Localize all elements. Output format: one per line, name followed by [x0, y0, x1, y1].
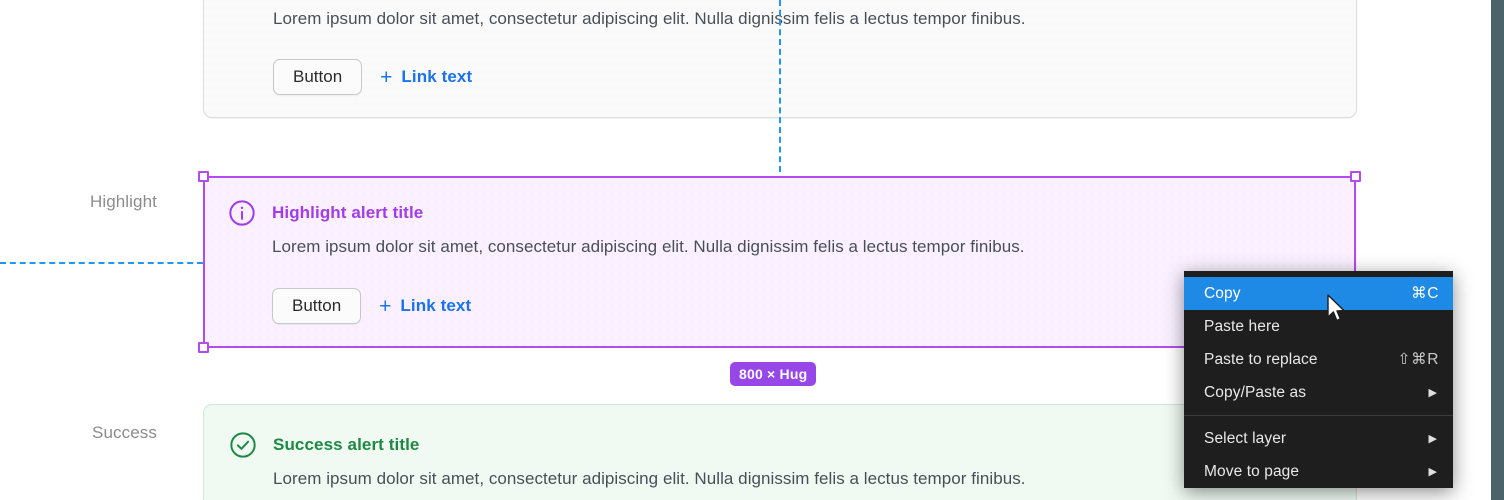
chevron-right-icon: ▶ — [1428, 387, 1437, 399]
context-menu-item-label: Paste here — [1204, 317, 1280, 335]
context-menu-item-label: Move to page — [1204, 462, 1300, 480]
button-neutral[interactable]: Button — [273, 59, 363, 95]
alert-actions-highlight: Button + Link text — [272, 288, 471, 324]
context-menu-item-shortcut: ⌘C — [1411, 285, 1439, 302]
context-menu-item-shortcut: ⇧⌘R — [1397, 351, 1439, 368]
right-edge-strip — [1491, 0, 1504, 500]
link-neutral[interactable]: + Link text — [380, 67, 472, 88]
alert-actions-neutral: Button + Link text — [273, 59, 472, 95]
chevron-right-icon: ▶ — [1428, 466, 1437, 478]
plus-icon: + — [379, 294, 392, 318]
context-menu-item-copy-paste-as[interactable]: Copy/Paste as ▶ — [1184, 376, 1453, 409]
info-circle-icon — [228, 199, 256, 227]
alert-body-success: Lorem ipsum dolor sit amet, consectetur … — [273, 469, 1026, 488]
context-menu-item-label: Select layer — [1204, 429, 1287, 447]
alert-title-highlight: Highlight alert title — [272, 203, 424, 222]
alert-card-success[interactable]: Success alert title Lorem ipsum dolor si… — [203, 404, 1357, 500]
context-menu-item-paste-to-replace[interactable]: Paste to replace ⇧⌘R — [1184, 343, 1453, 376]
alert-card-highlight[interactable]: Highlight alert title Lorem ipsum dolor … — [203, 176, 1357, 348]
alert-title-success: Success alert title — [273, 435, 420, 454]
context-menu[interactable]: Copy ⌘C Paste here Paste to replace ⇧⌘R … — [1184, 271, 1453, 488]
plus-icon: + — [380, 65, 393, 89]
context-menu-item-label: Copy — [1204, 284, 1241, 302]
smart-guide-horizontal — [0, 262, 203, 264]
context-menu-item-copy[interactable]: Copy ⌘C — [1184, 277, 1453, 310]
smart-guide-vertical — [779, 0, 781, 172]
context-menu-item-paste-here[interactable]: Paste here — [1184, 310, 1453, 343]
row-label-success: Success — [92, 423, 157, 442]
context-menu-separator — [1184, 415, 1453, 416]
alert-body-highlight: Lorem ipsum dolor sit amet, consectetur … — [272, 237, 1025, 256]
link-neutral-label: Link text — [401, 67, 473, 86]
chevron-right-icon: ▶ — [1428, 433, 1437, 445]
link-highlight[interactable]: + Link text — [379, 296, 471, 317]
check-circle-icon — [229, 431, 257, 459]
context-menu-item-label: Paste to replace — [1204, 350, 1318, 368]
button-highlight[interactable]: Button — [272, 288, 362, 324]
link-highlight-label: Link text — [400, 296, 472, 315]
context-menu-item-label: Copy/Paste as — [1204, 383, 1307, 401]
size-badge: 800 × Hug — [730, 362, 817, 386]
context-menu-item-move-to-page[interactable]: Move to page ▶ — [1184, 455, 1453, 488]
alert-body-neutral: Lorem ipsum dolor sit amet, consectetur … — [273, 9, 1026, 28]
context-menu-item-select-layer[interactable]: Select layer ▶ — [1184, 422, 1453, 455]
row-label-highlight: Highlight — [89, 192, 157, 211]
